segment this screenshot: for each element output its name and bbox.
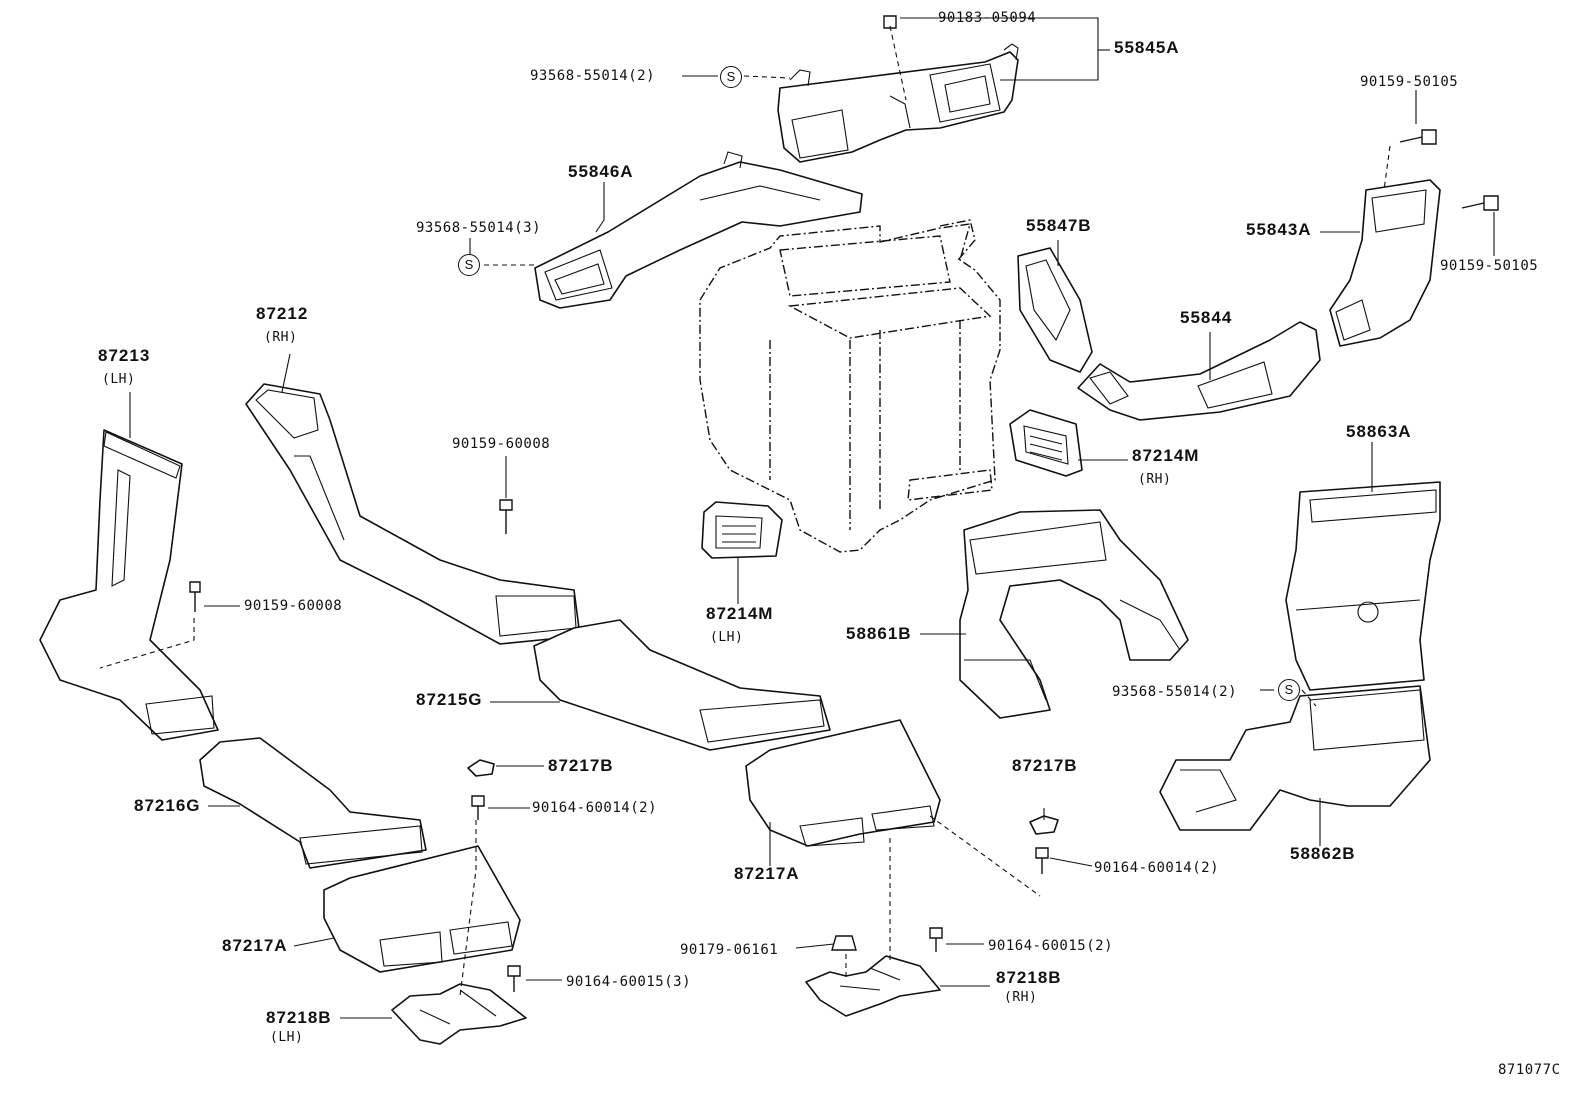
label-93568-55014-2-top: 93568-55014(2) (530, 68, 656, 84)
label-87214m-lh: 87214M (706, 604, 774, 623)
duct-55844 (1077, 321, 1321, 421)
label-87215g: 87215G (416, 690, 483, 709)
label-87218b-lh: 87218B (266, 1008, 332, 1027)
clip-87217b-right (1029, 815, 1059, 835)
s-mark-right: S (1278, 679, 1300, 701)
vent-87214m-rh (1009, 409, 1083, 477)
label-55844: 55844 (1180, 308, 1233, 327)
bracket-87218b-rh (805, 955, 941, 1017)
label-87214m-rh-sub: (RH) (1138, 472, 1172, 487)
label-90164-60015-2: 90164-60015(2) (988, 938, 1114, 954)
duct-87217a-mid (745, 719, 941, 847)
duct-55843a (1329, 179, 1441, 347)
duct-58862b (1159, 685, 1431, 831)
label-87213: 87213 (98, 346, 151, 365)
label-90164-60015-3: 90164-60015(3) (566, 974, 692, 990)
label-90159-50105-top: 90159-50105 (1360, 74, 1459, 90)
label-87212: 87212 (256, 304, 309, 323)
label-55843a: 55843A (1246, 220, 1312, 239)
duct-87213-lh (39, 429, 219, 741)
duct-55846a (534, 151, 863, 309)
bracket-87218b-lh (391, 983, 527, 1045)
label-90183-05094: 90183-05094 (938, 10, 1037, 26)
label-87213-lh: (LH) (102, 372, 136, 387)
duct-87216g (199, 737, 427, 869)
s-mark-left: S (458, 254, 480, 276)
duct-87217a-left (323, 845, 521, 973)
label-87218b-lh-sub: (LH) (270, 1030, 304, 1045)
label-87217b-right: 87217B (1012, 756, 1078, 775)
label-55845a: 55845A (1114, 38, 1180, 57)
heater-unit-outline (699, 219, 1001, 553)
label-90164-60014-2-left: 90164-60014(2) (532, 800, 658, 816)
duct-58861b (959, 509, 1189, 719)
label-87218b-rh-sub: (RH) (1004, 990, 1038, 1005)
label-87214m-rh: 87214M (1132, 446, 1200, 465)
leader-lines (99, 17, 1495, 1019)
label-87217a-left: 87217A (222, 936, 288, 955)
diagram-reference-code: 871077C (1498, 1062, 1561, 1078)
label-58861b: 58861B (846, 624, 912, 643)
label-87217a-mid: 87217A (734, 864, 800, 883)
label-93568-55014-3: 93568-55014(3) (416, 220, 542, 236)
s-mark-top: S (720, 66, 742, 88)
duct-87215g (533, 619, 831, 751)
label-87216g: 87216G (134, 796, 201, 815)
label-87212-rh: (RH) (264, 330, 298, 345)
label-87217b-mid: 87217B (548, 756, 614, 775)
label-90159-60008-mid: 90159-60008 (452, 436, 551, 452)
label-58862b: 58862B (1290, 844, 1356, 863)
label-90164-60014-2-right: 90164-60014(2) (1094, 860, 1220, 876)
label-93568-55014-2-right: 93568-55014(2) (1112, 684, 1238, 700)
label-90159-60008-left: 90159-60008 (244, 598, 343, 614)
clip-87217b-mid (467, 759, 495, 777)
label-87214m-lh-sub: (LH) (710, 630, 744, 645)
label-55847b: 55847B (1026, 216, 1092, 235)
duct-58863a (1285, 481, 1441, 691)
label-90159-50105-right: 90159-50105 (1440, 258, 1539, 274)
duct-55847b (1017, 247, 1093, 373)
label-87218b-rh: 87218B (996, 968, 1062, 987)
screw-icons (189, 15, 1499, 992)
label-58863a: 58863A (1346, 422, 1412, 441)
label-90179-06161: 90179-06161 (680, 942, 779, 958)
label-55846a: 55846A (568, 162, 634, 181)
vent-87214m-lh (701, 501, 783, 559)
duct-55845a (777, 43, 1019, 163)
